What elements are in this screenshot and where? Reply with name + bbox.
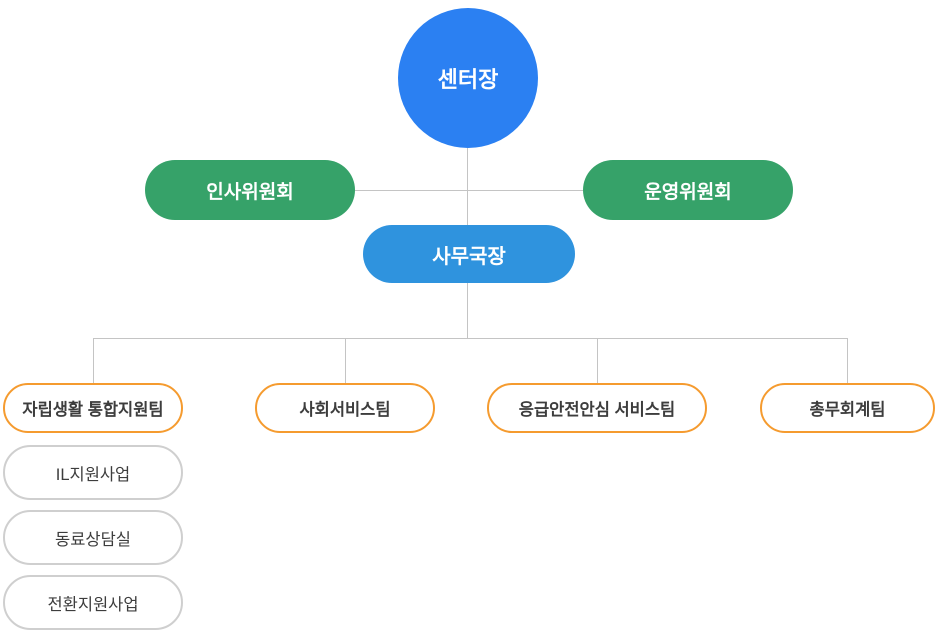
connector-director-secretary: [467, 148, 468, 225]
node-team-emergency-safety-label: 응급안전안심 서비스팀: [518, 401, 676, 419]
connector-drop-team-3: [597, 338, 598, 383]
node-team-general-affairs-label: 총무회계팀: [809, 401, 886, 419]
node-team-social-service-label: 사회서비스팀: [299, 401, 391, 419]
node-sub-transition-support: 전환지원사업: [3, 575, 183, 630]
node-personnel-committee-label: 인사위원회: [206, 181, 294, 203]
node-sub-il-support-label: IL지원사업: [55, 465, 131, 484]
node-operating-committee-label: 운영위원회: [644, 181, 732, 203]
node-team-independent-living-label: 자립생활 통합지원팀: [22, 401, 164, 419]
node-team-social-service: 사회서비스팀: [255, 383, 435, 433]
node-personnel-committee: 인사위원회: [145, 160, 355, 220]
connector-committees: [355, 190, 585, 191]
connector-drop-team-1: [93, 338, 94, 383]
connector-secretary-branch: [467, 283, 468, 338]
connector-branch-horizontal: [93, 338, 848, 339]
node-secretary-general: 사무국장: [363, 225, 575, 283]
node-team-independent-living: 자립생활 통합지원팀: [3, 383, 183, 433]
node-sub-peer-counseling-label: 동료상담실: [55, 530, 131, 549]
node-team-general-affairs: 총무회계팀: [760, 383, 935, 433]
connector-drop-team-4: [847, 338, 848, 383]
node-team-emergency-safety: 응급안전안심 서비스팀: [487, 383, 707, 433]
node-sub-il-support: IL지원사업: [3, 445, 183, 500]
node-secretary-general-label: 사무국장: [432, 245, 506, 268]
node-sub-peer-counseling: 동료상담실: [3, 510, 183, 565]
node-center-director-label: 센터장: [437, 67, 499, 92]
node-operating-committee: 운영위원회: [583, 160, 793, 220]
node-center-director: 센터장: [398, 8, 538, 148]
connector-drop-team-2: [345, 338, 346, 383]
node-sub-transition-support-label: 전환지원사업: [47, 595, 139, 614]
